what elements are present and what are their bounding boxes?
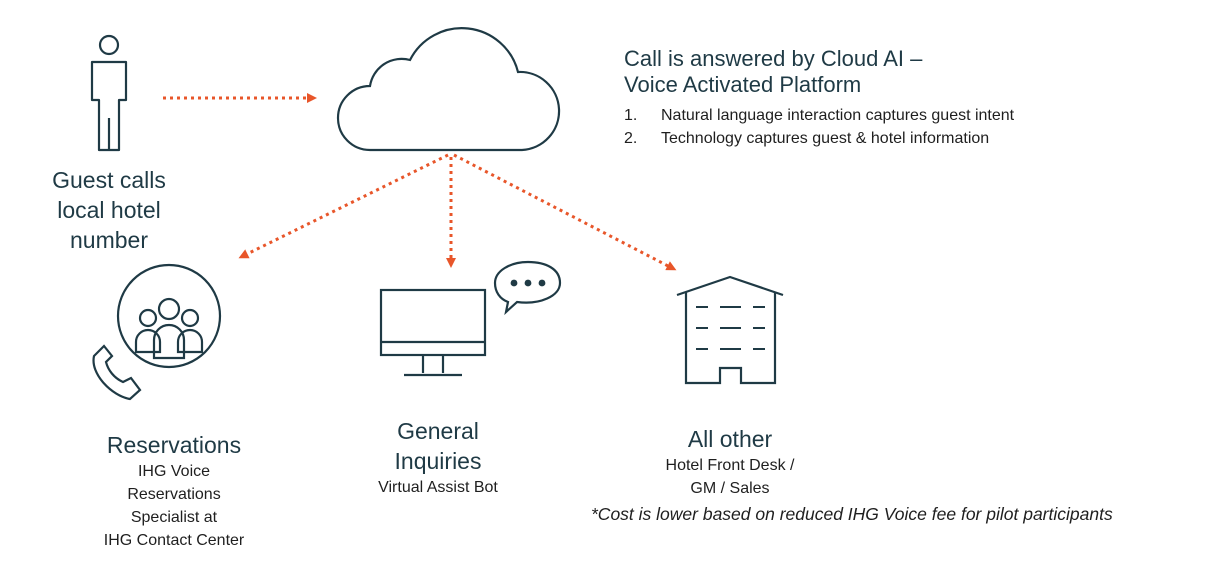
other-block: All other Hotel Front Desk / GM / Sales [630,424,830,500]
guest-label: Guest calls local hotel number [29,165,189,255]
general-title: General Inquiries [338,416,538,476]
guest-label-line: local hotel [57,197,161,223]
cloud-icon [336,27,561,152]
building-icon [676,275,784,385]
guest-label-line: Guest calls [52,167,166,193]
cost-note: *Cost is lower based on reduced IHG Voic… [591,504,1113,524]
platform-title-line: Call is answered by Cloud AI – [624,46,923,71]
chat-dots [510,279,546,287]
monitor-chat-icon [379,260,562,377]
step-number: 1. [624,107,638,124]
phone-group-icon [92,263,222,401]
platform-steps: 1. Natural language interaction captures … [624,104,1204,150]
guest-label-line: number [70,227,148,253]
reservations-title: Reservations [106,432,242,458]
arrow-to-reservations [238,153,449,259]
flow-arrows [163,93,677,271]
general-title-line: Inquiries [394,448,482,474]
step-text: Technology captures guest & hotel inform… [661,130,990,147]
arrow-to-other [453,153,677,271]
person-icon [90,34,128,152]
reservations-block: Reservations IHG Voice Reservations Spec… [54,430,294,552]
reservations-detail-line: Specialist at [130,509,218,526]
general-block: General Inquiries Virtual Assist Bot [338,416,538,499]
other-detail-line: Hotel Front Desk / [665,457,795,474]
reservations-detail: IHG Voice Reservations Specialist at IHG… [54,460,294,552]
other-title: All other [687,426,773,452]
reservations-detail-line: Reservations [127,486,221,503]
platform-step: 1. Natural language interaction captures … [624,104,1204,127]
platform-step: 2. Technology captures guest & hotel info… [624,127,1204,150]
other-detail: Hotel Front Desk / GM / Sales [630,454,830,500]
platform-title: Call is answered by Cloud AI – Voice Act… [624,46,1184,98]
reservations-detail-line: IHG Voice [137,463,211,480]
platform-title-line: Voice Activated Platform [624,72,862,97]
general-detail: Virtual Assist Bot [378,479,498,496]
general-title-line: General [397,418,479,444]
step-text: Natural language interaction captures gu… [661,107,1015,124]
step-number: 2. [624,130,638,147]
other-detail-line: GM / Sales [690,480,770,497]
reservations-detail-line: IHG Contact Center [103,532,245,549]
